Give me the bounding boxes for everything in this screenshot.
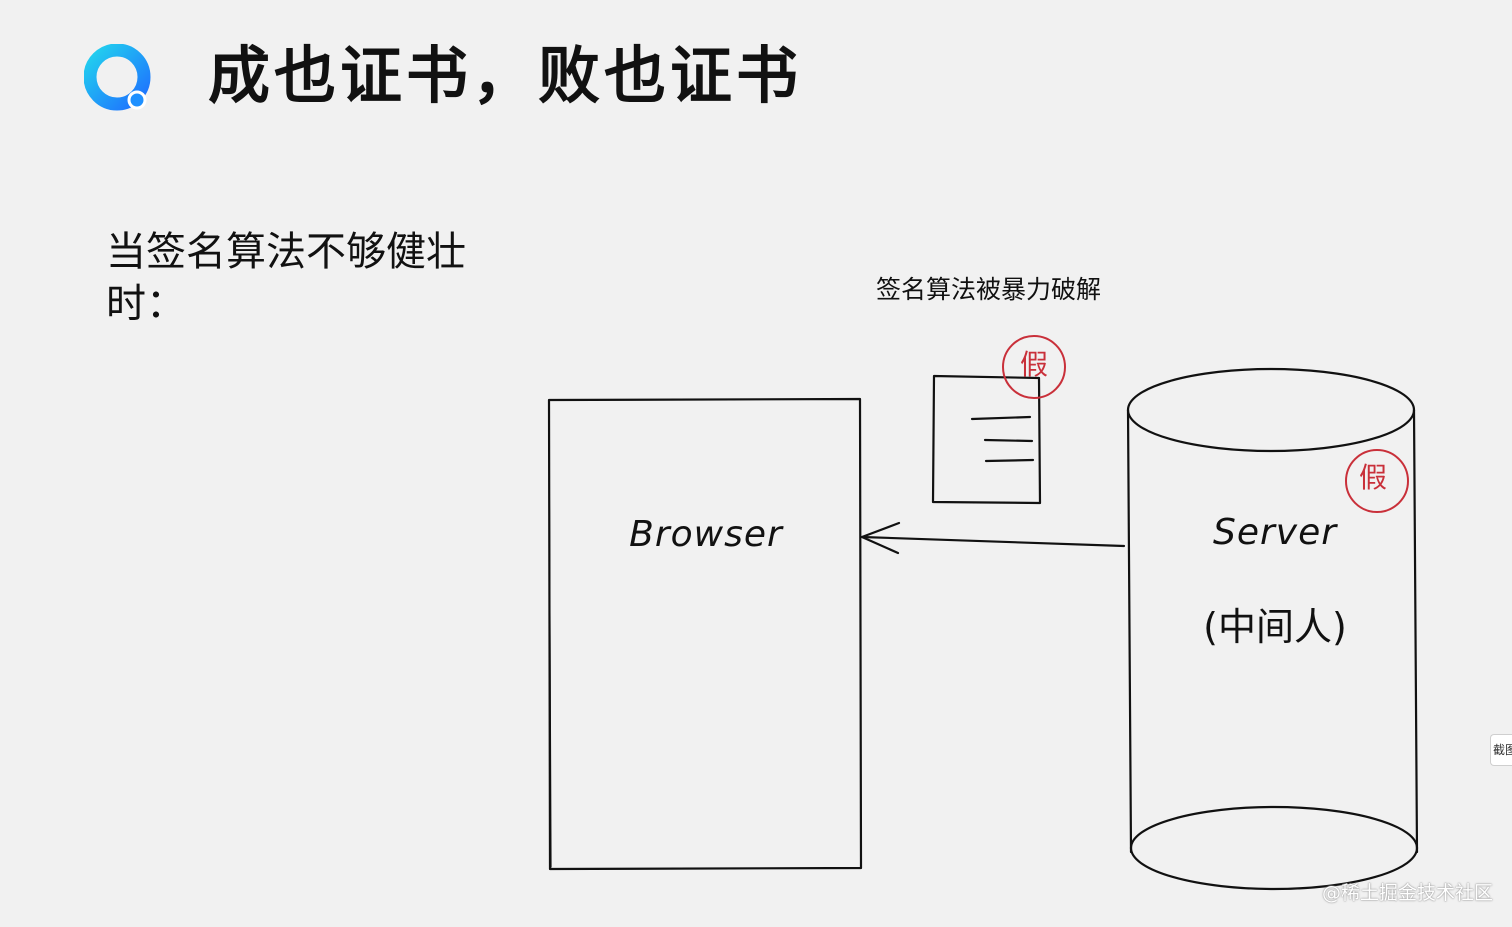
server-label: Server — [1212, 512, 1338, 553]
browser-label: Browser — [629, 514, 783, 555]
fake-stamp-server: 假 — [1358, 461, 1387, 494]
screenshot-side-tab[interactable]: 截图 — [1490, 734, 1512, 766]
watermark: @稀土掘金技术社区 — [1322, 882, 1494, 904]
attack-caption: 签名算法被暴力破解 — [876, 275, 1102, 304]
server-cylinder — [1126, 367, 1419, 891]
server-sublabel: (中间人) — [1203, 605, 1347, 649]
slide-subtitle: 当签名算法不够健壮时： — [106, 229, 466, 327]
slide-title: 成也证书，败也证书 — [208, 39, 803, 112]
fake-stamp-certificate: 假 — [1019, 348, 1048, 381]
app-logo-icon — [84, 44, 151, 111]
arrow-left-icon — [860, 535, 1126, 548]
browser-box — [547, 397, 863, 871]
